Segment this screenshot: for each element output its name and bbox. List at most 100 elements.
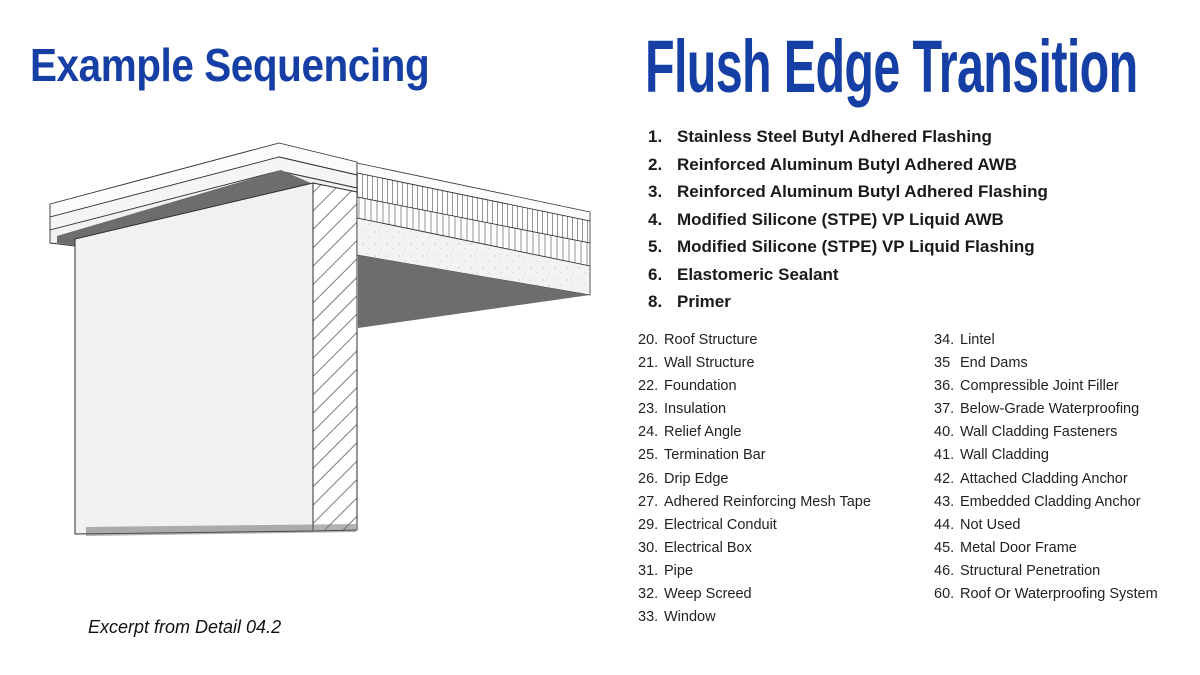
item-number: 45. bbox=[934, 539, 955, 556]
item-number: 25. bbox=[638, 447, 659, 464]
item-number: 1. bbox=[648, 127, 663, 146]
item-label: Metal Door Frame bbox=[960, 539, 1077, 556]
item-number: 2. bbox=[648, 154, 663, 174]
item-number: 8. bbox=[648, 292, 663, 311]
right-section-title: Flush Edge Transition bbox=[645, 25, 1138, 108]
item-number: 42. bbox=[934, 470, 955, 487]
item-label: Foundation bbox=[664, 378, 737, 395]
item-label: Reinforced Aluminum Butyl Adhered Flashi… bbox=[677, 182, 1048, 201]
item-number: 32. bbox=[638, 586, 659, 603]
item-label: Wall Cladding bbox=[960, 447, 1049, 464]
item-label: Relief Angle bbox=[664, 424, 742, 441]
reference-list-item: 33. Window bbox=[638, 606, 871, 629]
item-number: 26. bbox=[638, 470, 659, 487]
left-section-title: Example Sequencing bbox=[30, 39, 430, 91]
item-number: 43. bbox=[934, 493, 955, 510]
item-label: Attached Cladding Anchor bbox=[960, 470, 1128, 487]
item-label: Drip Edge bbox=[664, 470, 729, 487]
reference-list-item: 21. Wall Structure bbox=[638, 352, 871, 375]
item-number: 5. bbox=[648, 237, 663, 256]
item-label: Roof Structure bbox=[664, 332, 758, 348]
item-label: Pipe bbox=[664, 562, 694, 579]
item-label: Wall Structure bbox=[664, 355, 755, 372]
item-number: 29. bbox=[638, 516, 659, 533]
item-number: 4. bbox=[648, 209, 663, 229]
reference-list-item: 23. Insulation bbox=[638, 398, 871, 421]
reference-list-item: 29. Electrical Conduit bbox=[638, 514, 871, 537]
item-label: Adhered Reinforcing Mesh Tape bbox=[664, 493, 871, 510]
item-label: Lintel bbox=[960, 332, 995, 348]
item-label: Stainless Steel Butyl Adhered Flashing bbox=[677, 127, 992, 146]
reference-list-item: 31. Pipe bbox=[638, 560, 871, 583]
item-number: 41. bbox=[934, 447, 955, 464]
item-number: 22. bbox=[638, 378, 659, 395]
item-number: 27. bbox=[638, 493, 659, 510]
wall-front-face bbox=[74, 182, 314, 535]
item-number: 36. bbox=[934, 378, 955, 395]
item-label: Modified Silicone (STPE) VP Liquid Flash… bbox=[677, 237, 1035, 256]
primary-list-item: 1. Stainless Steel Butyl Adhered Flashin… bbox=[648, 123, 1048, 151]
item-label: Window bbox=[664, 609, 716, 626]
item-label: Weep Screed bbox=[664, 586, 752, 603]
item-label: Compressible Joint Filler bbox=[960, 378, 1119, 395]
item-number: 20. bbox=[638, 332, 659, 348]
item-number: 30. bbox=[638, 539, 659, 556]
item-label: Embedded Cladding Anchor bbox=[960, 493, 1141, 510]
item-number: 60. bbox=[934, 586, 955, 603]
primary-list-item: 6. Elastomeric Sealant bbox=[648, 261, 1048, 289]
item-number: 37. bbox=[934, 401, 955, 418]
wall-section-hatch bbox=[312, 182, 358, 532]
reference-list-item: 40. Wall Cladding Fasteners bbox=[934, 421, 1158, 444]
reference-list-item: 46. Structural Penetration bbox=[934, 560, 1158, 583]
reference-list-item: 20. Roof Structure bbox=[638, 329, 871, 352]
item-number: 21. bbox=[638, 355, 659, 372]
item-number: 34. bbox=[934, 332, 955, 348]
item-number: 44. bbox=[934, 516, 955, 533]
item-label: Structural Penetration bbox=[960, 562, 1101, 579]
item-number: 46. bbox=[934, 562, 955, 579]
item-label: Reinforced Aluminum Butyl Adhered AWB bbox=[677, 154, 1018, 174]
item-label: Wall Cladding Fasteners bbox=[960, 424, 1118, 441]
reference-list-item: 45. Metal Door Frame bbox=[934, 537, 1158, 560]
item-label: Electrical Box bbox=[664, 539, 752, 556]
primary-list-item: 4. Modified Silicone (STPE) VP Liquid AW… bbox=[648, 206, 1048, 234]
reference-list-item: 37. Below-Grade Waterproofing bbox=[934, 398, 1158, 421]
reference-list-item: 43. Embedded Cladding Anchor bbox=[934, 491, 1158, 514]
ground-shadow bbox=[86, 524, 356, 536]
item-number: 33. bbox=[638, 609, 659, 626]
item-label: Modified Silicone (STPE) VP Liquid AWB bbox=[677, 209, 1004, 229]
reference-list-item: 41. Wall Cladding bbox=[934, 444, 1158, 467]
roof-soffit-shadow bbox=[358, 255, 590, 328]
reference-list-item: 35 End Dams bbox=[934, 352, 1158, 375]
reference-list-item: 26. Drip Edge bbox=[638, 468, 871, 491]
item-label: Termination Bar bbox=[664, 447, 766, 464]
primary-list-item: 2. Reinforced Aluminum Butyl Adhered AWB bbox=[648, 151, 1048, 179]
item-number: 35 bbox=[934, 355, 951, 372]
reference-list-item: 22. Foundation bbox=[638, 375, 871, 398]
reference-list-item: 30. Electrical Box bbox=[638, 537, 871, 560]
drawing-caption: Excerpt from Detail 04.2 bbox=[88, 617, 282, 637]
item-label: Elastomeric Sealant bbox=[677, 264, 839, 284]
reference-list-item: 27. Adhered Reinforcing Mesh Tape bbox=[638, 491, 871, 514]
reference-list-item: 32. Weep Screed bbox=[638, 583, 871, 606]
primary-list-item: 3. Reinforced Aluminum Butyl Adhered Fla… bbox=[648, 178, 1048, 206]
item-label: End Dams bbox=[960, 355, 1028, 372]
reference-list-item: 44. Not Used bbox=[934, 514, 1158, 537]
reference-list-item: 36. Compressible Joint Filler bbox=[934, 375, 1158, 398]
reference-list-item: 34. Lintel bbox=[934, 329, 1158, 352]
primary-list-item: 5. Modified Silicone (STPE) VP Liquid Fl… bbox=[648, 233, 1048, 261]
reference-list-item: 60. Roof Or Waterproofing System bbox=[934, 583, 1158, 606]
item-number: 3. bbox=[648, 182, 663, 201]
reference-list-item: 24. Relief Angle bbox=[638, 421, 871, 444]
reference-list-column-1: 20. Roof Structure 21. Wall Structure 22… bbox=[638, 329, 871, 629]
item-label: Electrical Conduit bbox=[664, 516, 777, 533]
item-number: 40. bbox=[934, 424, 955, 441]
flush-edge-detail-drawing bbox=[49, 142, 591, 536]
primary-materials-list: 1. Stainless Steel Butyl Adhered Flashin… bbox=[648, 123, 1048, 316]
item-label: Insulation bbox=[664, 401, 727, 418]
item-number: 6. bbox=[648, 264, 663, 284]
item-label: Below-Grade Waterproofing bbox=[960, 401, 1140, 418]
reference-list-item: 25. Termination Bar bbox=[638, 444, 871, 467]
primary-list-item: 8. Primer bbox=[648, 288, 1048, 316]
reference-list-column-2: 34. Lintel 35 End Dams 36. Compressible … bbox=[934, 329, 1158, 606]
